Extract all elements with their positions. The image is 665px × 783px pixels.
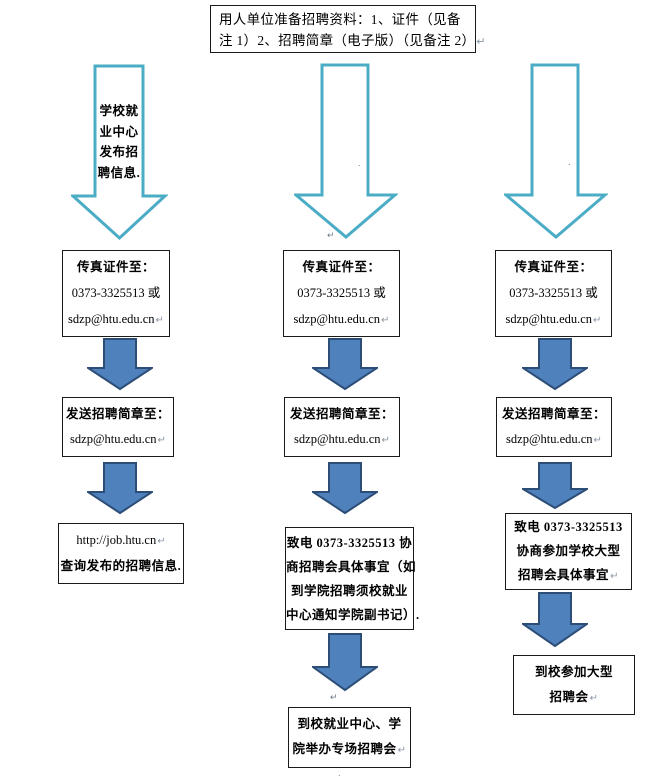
text-line: 到校参加大型 — [534, 664, 613, 679]
text-line: 学校就 — [99, 104, 139, 118]
solid-down-arrow-icon — [522, 338, 588, 391]
text-line: http://job.htu.cn↵ — [76, 533, 166, 547]
text-line: 到校就业中心、学 — [297, 717, 402, 731]
text-line: 中心通知学院副书记）. — [286, 607, 420, 622]
paragraph-mark: ↵ — [157, 434, 166, 446]
paragraph-mark: ↵ — [593, 314, 602, 326]
text-line: 传真证件至： — [76, 259, 155, 274]
text-line: 致电 0373-3325513 协 — [286, 535, 413, 550]
flow-box-right-attend-fair: 到校参加大型招聘会↵ — [513, 655, 635, 715]
text-line: 发送招聘简章至： — [65, 406, 170, 421]
paragraph-mark: ↵ — [397, 745, 407, 756]
text-line: 商招聘会具体事宜（如 — [286, 559, 417, 574]
flow-box-middle-send-brochure: 发送招聘简章至： sdzp@htu.edu.cn↵ — [284, 397, 400, 457]
text-line: sdzp@htu.edu.cn↵ — [68, 311, 164, 326]
text-line: 发送招聘简章至： — [501, 406, 606, 421]
text-line: 招聘会具体事宜↵ — [518, 567, 619, 582]
text-line: 聘信息. — [97, 165, 141, 180]
solid-down-arrow-icon — [312, 633, 378, 692]
paragraph-mark: ↵ — [589, 692, 599, 704]
solid-down-arrow-icon — [87, 462, 153, 515]
text-line: sdzp@htu.edu.cn↵ — [70, 431, 166, 446]
solid-down-arrow-icon — [312, 338, 378, 391]
left-arrow-label: 学校就业中心发布招聘信息. — [95, 101, 143, 183]
text-line: 注 1）2、招聘简章（电子版）（见备注 2）↵ — [219, 33, 486, 48]
text-line: 0373-3325513 或 — [71, 285, 161, 300]
flow-box-right-send-brochure: 发送招聘简章至： sdzp@htu.edu.cn↵ — [496, 397, 612, 457]
solid-down-arrow-icon — [522, 592, 588, 648]
flow-box-middle-call-arrange: 致电 0373-3325513 协商招聘会具体事宜（如到学院招聘须校就业中心通知… — [285, 527, 420, 630]
text-line: 院举办专场招聘会↵ — [292, 742, 407, 756]
flow-box-middle-onsite-fair: 到校就业中心、学院举办专场招聘会↵ — [288, 707, 411, 768]
text-line: 到学院招聘须校就业 — [290, 583, 408, 598]
paragraph-mark: ↵ — [610, 570, 619, 582]
stray-mark: ↵ — [330, 692, 338, 702]
solid-down-arrow-icon — [522, 462, 588, 510]
text-line: 发布招 — [99, 145, 139, 159]
flow-box-right-fax: 传真证件至： 0373-3325513 或 sdzp@htu.edu.cn↵ — [495, 250, 612, 337]
hollow-down-arrow-icon-left — [71, 64, 168, 241]
stray-mark: ↵ — [327, 230, 335, 240]
solid-down-arrow-icon — [87, 338, 153, 391]
paragraph-mark: ↵ — [381, 434, 390, 446]
text-line: 传真证件至： — [514, 259, 593, 274]
text-line: 业中心 — [99, 124, 139, 139]
stray-mark: . — [338, 768, 341, 778]
paragraph-mark: ↵ — [593, 434, 602, 446]
hollow-down-arrow-icon-middle — [294, 63, 398, 239]
flow-box-right-call-arrange: 致电 0373-3325513 协商参加学校大型招聘会具体事宜↵ — [505, 513, 632, 590]
top-instruction-box: 用人单位准备招聘资料：1、证件（见备注 1）2、招聘简章（电子版）（见备注 2）… — [210, 5, 486, 53]
text-line: 致电 0373-3325513 — [514, 519, 623, 534]
text-line: 传真证件至： — [302, 259, 381, 274]
flow-box-left-fax: 传真证件至： 0373-3325513 或 sdzp@htu.edu.cn↵ — [62, 250, 170, 337]
stray-mark: . — [568, 157, 571, 167]
paragraph-mark: ↵ — [476, 36, 486, 48]
paragraph-mark: ↵ — [381, 314, 390, 326]
solid-down-arrow-icon — [312, 462, 378, 515]
flow-box-left-job-site: http://job.htu.cn↵ 查询发布的招聘信息. — [58, 523, 184, 584]
text-line: 协商参加学校大型 — [516, 543, 621, 558]
text-line: sdzp@htu.edu.cn↵ — [505, 311, 602, 326]
paragraph-mark: ↵ — [157, 536, 166, 547]
text-line: sdzp@htu.edu.cn↵ — [506, 431, 602, 446]
text-line: 招聘会↵ — [549, 689, 599, 704]
text-line: 0373-3325513 或 — [509, 285, 598, 300]
stray-mark: . — [358, 158, 361, 168]
text-line: sdzp@htu.edu.cn↵ — [294, 431, 390, 446]
flow-box-left-send-brochure: 发送招聘简章至： sdzp@htu.edu.cn↵ — [62, 397, 174, 457]
text-line: 发送招聘简章至： — [289, 406, 394, 421]
text-line: 用人单位准备招聘资料：1、证件（见备 — [219, 12, 461, 27]
text-line: 查询发布的招聘信息. — [60, 559, 182, 573]
text-line: 0373-3325513 或 — [297, 285, 386, 300]
text-line: sdzp@htu.edu.cn↵ — [293, 311, 390, 326]
paragraph-mark: ↵ — [155, 314, 164, 326]
hollow-down-arrow-icon-right — [504, 63, 608, 239]
flow-box-middle-fax: 传真证件至： 0373-3325513 或 sdzp@htu.edu.cn↵ — [283, 250, 400, 337]
